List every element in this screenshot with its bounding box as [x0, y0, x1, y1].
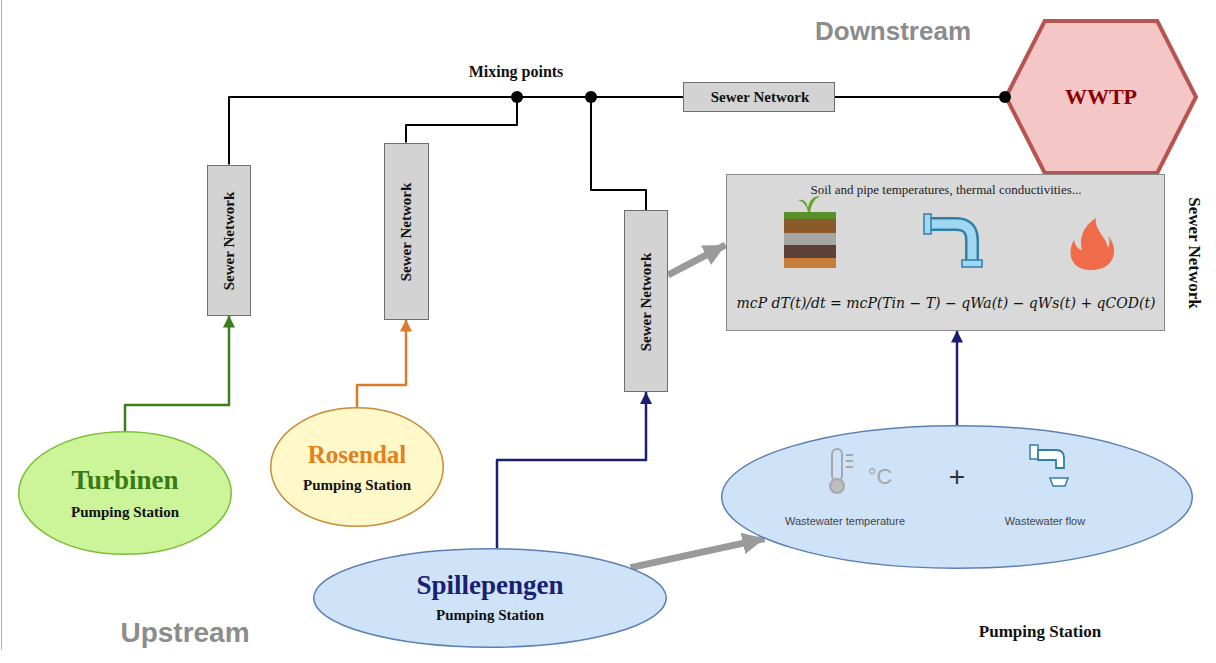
wwtp-hexagon: WWTP [1004, 19, 1198, 175]
ellipse-outline [721, 425, 1193, 569]
soil-layer [784, 258, 836, 268]
sprout-leaf [798, 196, 820, 212]
ellipse-shape [722, 426, 1193, 569]
pumping-station-ellipse: RosendalPumping Station [270, 407, 444, 527]
soil-layer [784, 245, 836, 258]
soil-layer [784, 233, 836, 245]
sewer-box: Sewer Network [207, 165, 251, 316]
station-kind: Pumping Station [303, 477, 411, 494]
connector [229, 97, 683, 165]
input-ellipse: °C + Wastewater temperature Wastewater flow… [721, 425, 1193, 569]
station-kind: Pumping Station [436, 607, 544, 624]
ellipse-heading: Pumping Station [979, 622, 1101, 642]
hexagon-shape [1006, 21, 1196, 173]
ellipse-shape [271, 408, 444, 527]
connector [591, 97, 683, 210]
soil-layer [784, 212, 836, 219]
wwtp-label: WWTP [1065, 84, 1137, 109]
thermometer-tick [846, 454, 853, 456]
soil-icon [784, 196, 836, 268]
ellipse-shape [314, 549, 667, 648]
input-label: Wastewater temperature [785, 515, 905, 528]
soil-layer [784, 219, 836, 233]
sewer-box: Sewer Network [683, 82, 835, 112]
flow-icon [1030, 445, 1068, 486]
heat-equation: mcP dT(t)/dt = mcP(Tin − T) − qWa(t) − q… [737, 295, 1156, 311]
ellipse-shape [19, 432, 232, 555]
connector [406, 97, 683, 143]
connector [497, 392, 646, 548]
panel-caption: Soil and pipe temperatures, thermal cond… [810, 183, 1081, 198]
pipe-body [930, 224, 972, 262]
connector [956, 331, 959, 426]
pipe-flange [962, 260, 982, 267]
connector [668, 245, 726, 275]
station-name: Spillepengen [416, 570, 563, 601]
sewer-label: Sewer Network [398, 183, 415, 281]
thermometer-icon [830, 449, 853, 493]
junction-dot [999, 91, 1011, 103]
direction-label: Upstream [120, 617, 249, 649]
valve-box [1030, 445, 1038, 459]
pipe-flange [924, 214, 931, 234]
mixing-dot [511, 91, 523, 103]
pumping-station-ellipse: SpillepengenPumping Station [313, 548, 667, 648]
thermometer-bulb [830, 479, 844, 493]
model-panel: Soil and pipe temperatures, thermal cond… [726, 174, 1165, 331]
sewer-box: Sewer Network [624, 210, 668, 392]
pipe-icon [924, 214, 982, 267]
connector [125, 316, 229, 432]
panel-heading: Sewer Network [1184, 197, 1204, 309]
thermometer-tick [846, 460, 853, 462]
pipe-outline [930, 224, 972, 262]
flame-icon [1071, 218, 1115, 270]
direction-label: Downstream [815, 17, 971, 47]
page-border-line [1, 0, 2, 650]
pumping-station-ellipse: TurbinenPumping Station [18, 431, 232, 555]
input-label: Wastewater flow [1005, 515, 1085, 528]
station-name: Turbinen [71, 465, 178, 496]
station-kind: Pumping Station [71, 504, 179, 521]
connector [835, 96, 1004, 98]
connector [357, 320, 406, 408]
plus-sign: + [949, 461, 965, 493]
connector [631, 539, 765, 568]
sewer-label: Sewer Network [711, 89, 809, 106]
sewer-box: Sewer Network [384, 143, 429, 320]
flow-basin [1050, 478, 1068, 486]
unit-symbol: °C [868, 464, 893, 489]
thermometer-tick [846, 466, 853, 468]
flow-pipe [1038, 450, 1064, 468]
sewer-label: Sewer Network [221, 192, 238, 290]
mixing-dot [585, 91, 597, 103]
thermometer-stem [832, 449, 842, 481]
sewer-label: Sewer Network [638, 253, 655, 351]
mixing-label: Mixing points [469, 63, 564, 81]
station-name: Rosendal [308, 441, 407, 470]
